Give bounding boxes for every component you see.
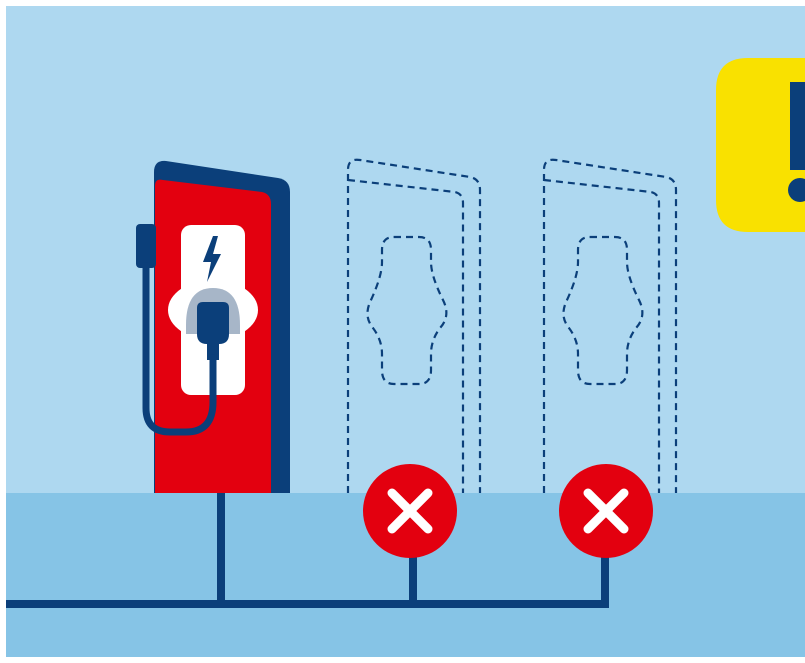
warning-badge [716, 58, 805, 232]
charger-station-active [136, 161, 290, 493]
exclamation-mark-icon [790, 82, 805, 170]
sky [6, 6, 805, 493]
unavailable-badge-2 [559, 464, 653, 558]
plug-head [197, 302, 229, 344]
unavailable-badge-1 [363, 464, 457, 558]
connector-holster [136, 224, 156, 268]
